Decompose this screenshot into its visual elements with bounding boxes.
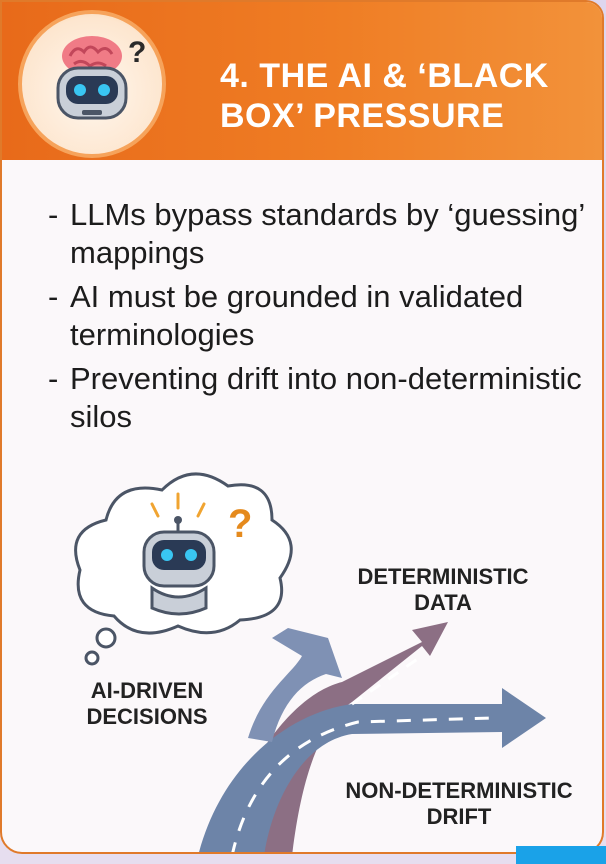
diagram-area: ? AI-DRIVEN DECISIONS DETERMINISTIC DATA… [2,442,602,852]
robot-brain-badge: ? [18,10,166,158]
list-item: - AI must be grounded in validated termi… [48,278,588,354]
bullet-text: AI must be grounded in validated termino… [70,279,524,352]
bullet-dash: - [48,361,59,396]
list-item: - LLMs bypass standards by ‘guessing’ ma… [48,196,588,272]
spark-lines [150,492,206,518]
bullet-text: Preventing drift into non-deterministic … [70,361,582,434]
bullet-list: - LLMs bypass standards by ‘guessing’ ma… [48,196,588,442]
robot-icon [142,516,216,616]
deterministic-data-label: DETERMINISTIC DATA [357,564,529,615]
bullet-text: LLMs bypass standards by ‘guessing’ mapp… [70,197,585,270]
card-title: 4. THE AI & ‘BLACK BOX’ PRESSURE [220,57,549,135]
ai-decisions-label: AI-DRIVEN DECISIONS [86,678,208,729]
non-deterministic-drift-label: NON-DETERMINISTIC DRIFT [345,778,573,829]
bottom-accent-bar [516,846,606,864]
brain-icon [62,36,122,76]
diverging-arrows-icon [199,622,546,852]
list-item: - Preventing drift into non-deterministi… [48,360,588,436]
question-mark-icon: ? [128,36,147,69]
bullet-dash: - [48,197,59,232]
bullet-dash: - [48,279,59,314]
thought-question-mark-icon: ? [228,502,253,546]
robot-brain-icon [56,36,128,120]
diverging-road-illustration [74,472,546,852]
